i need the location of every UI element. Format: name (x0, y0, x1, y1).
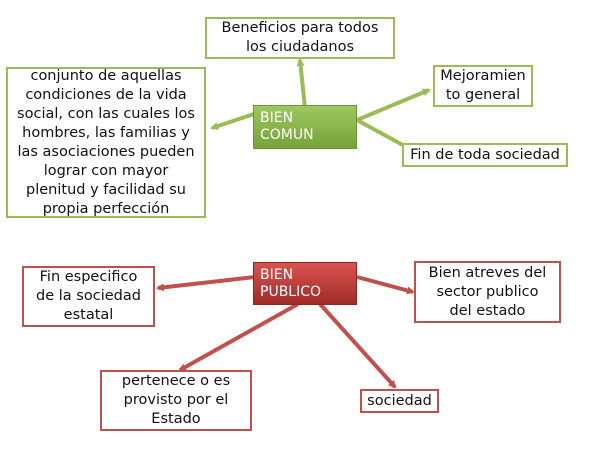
node-provisto-estado: pertenece o es provisto por el Estado (100, 370, 252, 431)
connector-publico-sector (356, 275, 415, 295)
center-bien-comun: BIEN COMUN (253, 105, 357, 149)
connector-comun-beneficios (296, 58, 307, 109)
connector-comun-conjunto (210, 111, 258, 130)
node-fin-toda-sociedad: Fin de toda sociedad (402, 143, 568, 167)
node-sociedad: sociedad (360, 389, 439, 413)
node-fin-especifico: Fin especifico de la sociedad estatal (22, 266, 155, 327)
connector-publico-sociedad (318, 302, 397, 389)
node-conjunto: conjunto de aquellas condiciones de la v… (6, 67, 206, 218)
node-beneficios: Beneficios para todos los ciudadanos (205, 17, 395, 59)
node-mejoramiento: Mejoramien to general (433, 65, 533, 107)
connector-publico-fin-especifico (156, 275, 256, 292)
node-sector-publico: Bien atreves del sector publico del esta… (414, 261, 561, 323)
connector-publico-provisto (178, 302, 299, 372)
connector-comun-mejoramiento (356, 88, 431, 122)
center-bien-publico: BIEN PUBLICO (253, 262, 357, 305)
